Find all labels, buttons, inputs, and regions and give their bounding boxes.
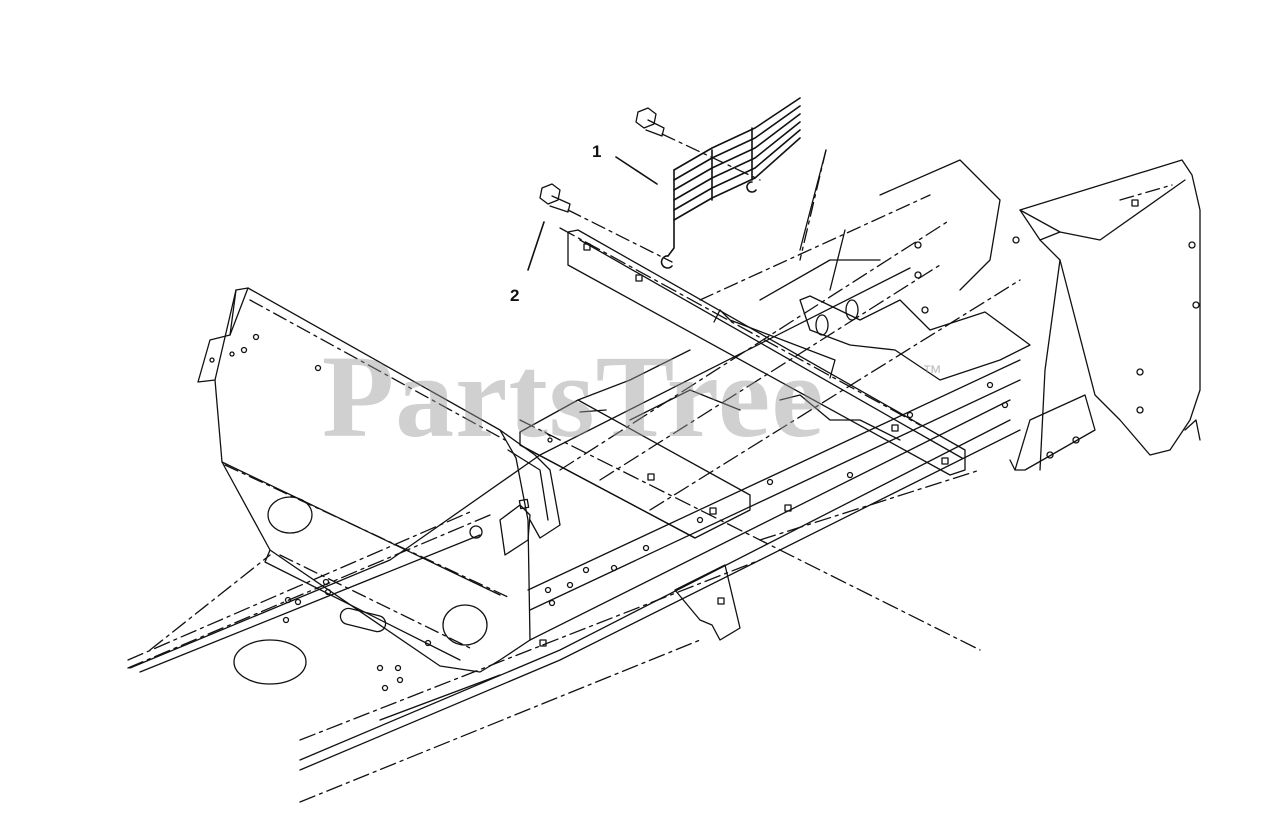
rear-support-bracket xyxy=(915,160,1200,470)
bolt-centerlines xyxy=(568,134,760,262)
front-plate xyxy=(198,288,560,684)
mount-centerlines xyxy=(700,150,1172,300)
bolt-upper xyxy=(636,108,664,136)
leader-line-2 xyxy=(528,222,544,270)
frame-rail-centerlines xyxy=(128,220,1020,802)
middle-mount xyxy=(760,150,1030,380)
callout-2: 2 xyxy=(510,286,520,305)
leader-line-1 xyxy=(616,157,657,184)
bolt-lower xyxy=(540,184,570,212)
front-plate-centerlines xyxy=(225,300,510,648)
slot-plate xyxy=(339,607,388,634)
center-cross-plate xyxy=(520,350,750,538)
callout-1: 1 xyxy=(592,142,602,161)
screen-heat-shield xyxy=(662,98,800,268)
upper-cross-bar xyxy=(568,230,965,475)
lower-bracket xyxy=(519,499,791,646)
watermark-trademark: ™ xyxy=(922,362,942,384)
watermark: PartsTree xyxy=(322,331,825,462)
frame-holes xyxy=(284,383,1008,691)
